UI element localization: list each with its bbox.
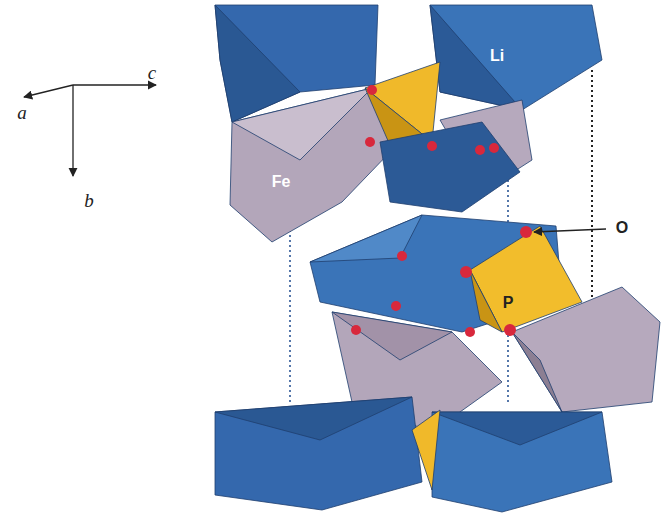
atom-label: Fe [272, 174, 291, 190]
atom-label: Li [490, 48, 504, 64]
atom-label: P [503, 295, 514, 311]
axis-label: c [148, 63, 156, 82]
axis-arrows [24, 85, 156, 176]
atom-label: O [616, 220, 628, 236]
oxygen-atoms [351, 85, 532, 337]
axis-label: b [84, 191, 94, 210]
leader-line [534, 229, 606, 232]
axis-label: a [17, 103, 27, 122]
polyhedra [215, 5, 660, 512]
